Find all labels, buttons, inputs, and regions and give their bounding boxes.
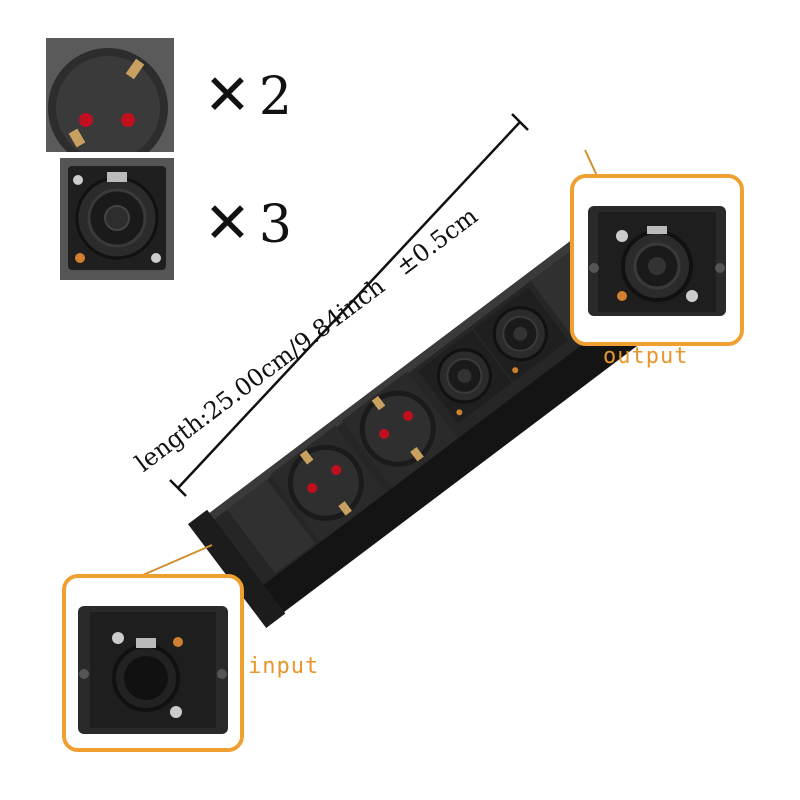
schuko-socket-thumbnail (46, 38, 174, 152)
input-connector-image (66, 578, 240, 748)
output-detail-callout (570, 174, 744, 346)
speakon-quantity: ✕3 (204, 191, 293, 256)
input-detail-callout (62, 574, 244, 752)
input-label: input (248, 654, 320, 679)
output-label: output (603, 344, 689, 369)
speakon-socket-thumbnail (60, 158, 174, 280)
output-connector-image (574, 178, 740, 342)
schuko-quantity: ✕2 (204, 63, 293, 128)
